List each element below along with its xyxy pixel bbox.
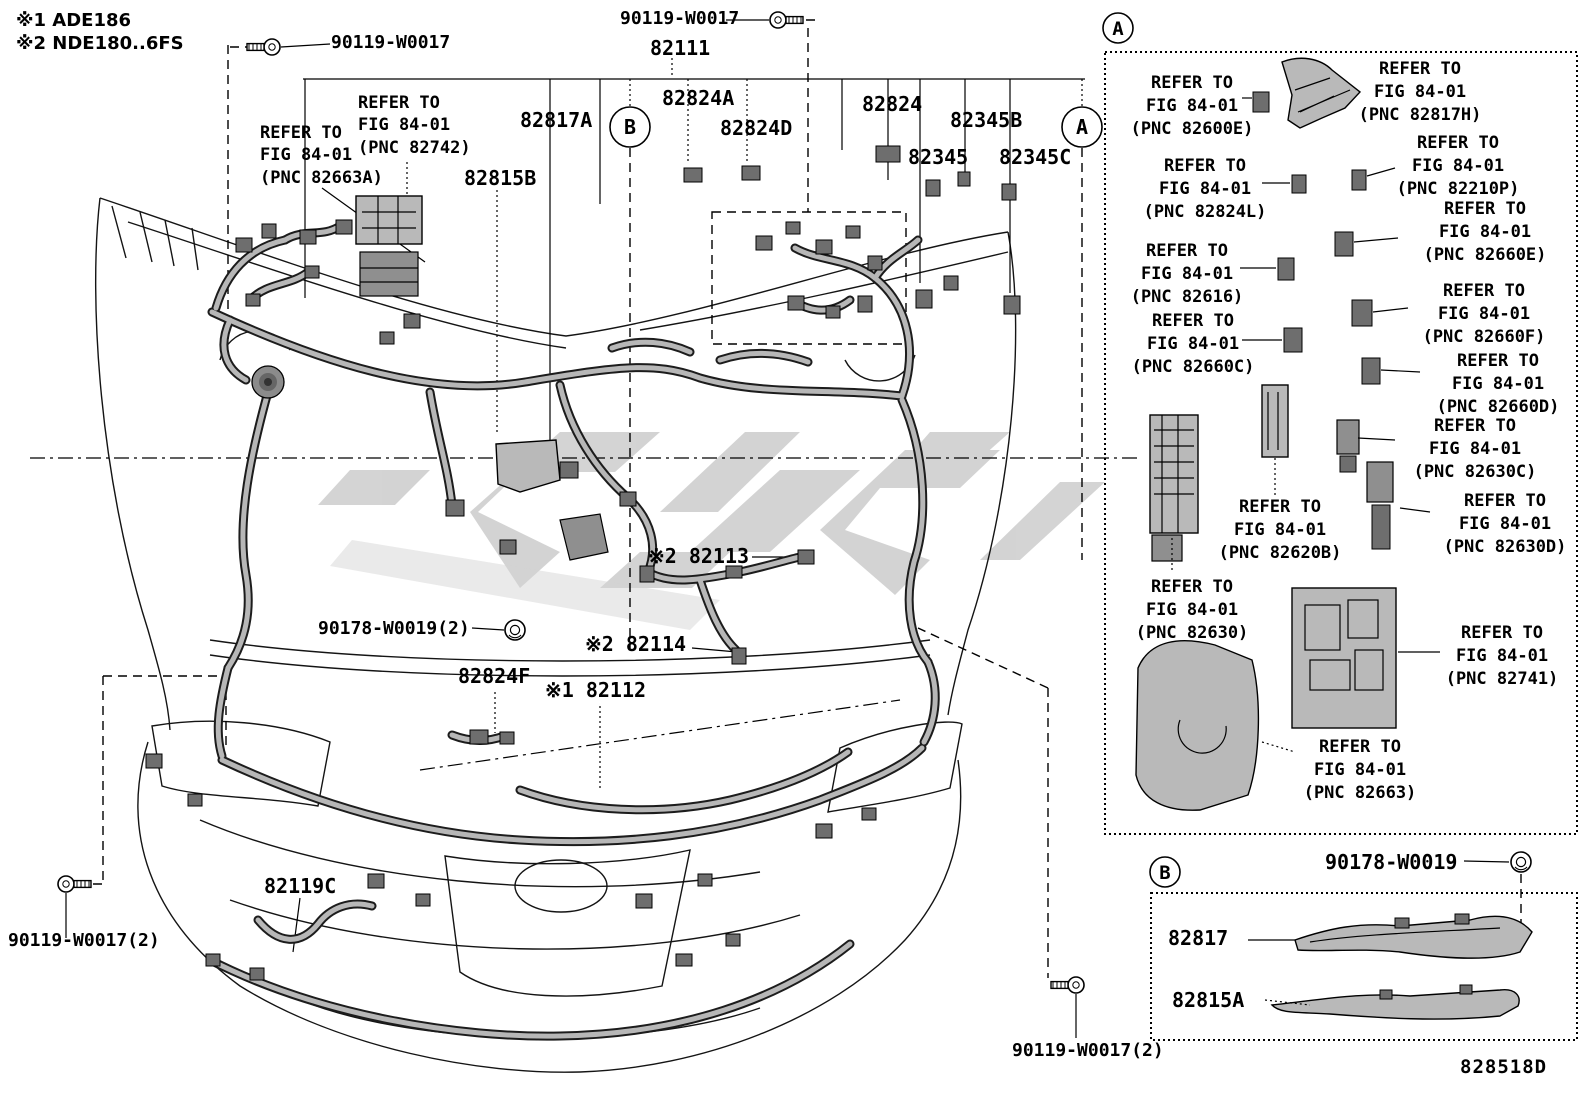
detail-panel-b: B (1149, 851, 1578, 1041)
part-label-bolt-bottom-left: 90119-W0017(2) (8, 930, 160, 951)
ref-entry-82660e: REFER TO FIG 84-01 (PNC 82660E) (1423, 199, 1547, 265)
ref-entry-82660f: REFER TO FIG 84-01 (PNC 82660F) (1422, 281, 1546, 347)
part-label-82824a: 82824A (662, 86, 735, 110)
ref-entry-82660d: REFER TO FIG 84-01 (PNC 82660D) (1436, 351, 1560, 417)
relay-block-82742 (355, 195, 423, 297)
part-label-82824f: 82824F (458, 664, 531, 688)
bolt-icon (1050, 976, 1085, 994)
bolt-icon (246, 38, 281, 56)
figure-number: 828518D (1460, 1056, 1548, 1078)
grommet-icon (504, 619, 526, 641)
ref-entry-82663: REFER TO FIG 84-01 (PNC 82663) (1303, 737, 1417, 803)
ref-entry-82824l: REFER TO FIG 84-01 (PNC 82824L) (1143, 156, 1267, 222)
grommet-icon (1510, 851, 1532, 873)
view-marker-a: A (1061, 106, 1103, 148)
part-label-82345b: 82345B (950, 108, 1023, 132)
bolt-icon (57, 875, 92, 893)
ref-entry-82630d: REFER TO FIG 84-01 (PNC 82630D) (1443, 491, 1567, 557)
part-label-bolt-top-left: 90119-W0017 (331, 32, 451, 53)
ref-entry-82817h: REFER TO FIG 84-01 (PNC 82817H) (1358, 59, 1482, 125)
connector-icons (145, 145, 1021, 981)
svg-text:A: A (1076, 115, 1088, 139)
part-label-82817: 82817 (1168, 926, 1229, 950)
ref-entry-82630c: REFER TO FIG 84-01 (PNC 82630C) (1413, 416, 1537, 482)
footnote-2: ※2 NDE180..6FS (16, 33, 184, 54)
ref-entry-82660c: REFER TO FIG 84-01 (PNC 82660C) (1131, 311, 1255, 377)
ref-entry-82741: REFER TO FIG 84-01 (PNC 82741) (1445, 623, 1559, 689)
part-label-82345c: 82345C (999, 145, 1072, 169)
part-label-grommet-center: 90178-W0019(2) (318, 618, 470, 639)
panel-a-part-sketches (1135, 57, 1397, 811)
inline-ref-82663a: REFER TO FIG 84-01 (PNC 82663A) (260, 123, 383, 188)
part-label-82113: ※2 82113 (648, 544, 750, 568)
rail-82817 (1294, 913, 1533, 959)
car-front-outline (94, 197, 1017, 1073)
rail-82815a (1270, 984, 1520, 1020)
bracket-82815b (495, 439, 609, 561)
part-label-82112: ※1 82112 (545, 678, 647, 702)
part-label-82815b: 82815B (464, 166, 537, 190)
detail-panel-a: A (1102, 12, 1578, 835)
panel-a-callout-lines (1171, 89, 1440, 753)
svg-text:B: B (624, 115, 636, 139)
part-label-bolt-bottom-center: 90119-W0017(2) (1012, 1040, 1164, 1061)
ref-entry-82600e: REFER TO FIG 84-01 (PNC 82600E) (1130, 73, 1254, 139)
svg-text:A: A (1112, 18, 1124, 40)
inline-ref-82742: REFER TO FIG 84-01 (PNC 82742) (358, 93, 471, 158)
ref-entry-82210p: REFER TO FIG 84-01 (PNC 82210P) (1396, 133, 1520, 199)
bolt-icon (769, 11, 804, 29)
ref-entry-82620b: REFER TO FIG 84-01 (PNC 82620B) (1218, 497, 1342, 563)
ref-entry-82630: REFER TO FIG 84-01 (PNC 82630) (1135, 577, 1249, 643)
part-label-82114: ※2 82114 (585, 632, 687, 656)
part-label-82824d: 82824D (720, 116, 793, 140)
part-label-82111: 82111 (650, 36, 711, 60)
construction-lines (30, 19, 1142, 1038)
svg-text:B: B (1159, 862, 1170, 884)
part-label-82119c: 82119C (264, 874, 337, 898)
grommet-large (251, 365, 285, 399)
part-label-82817a: 82817A (520, 108, 593, 132)
part-label-90178-w0019: 90178-W0019 (1325, 850, 1458, 874)
ref-entry-82616: REFER TO FIG 84-01 (PNC 82616) (1130, 241, 1244, 307)
part-label-82815a: 82815A (1172, 988, 1245, 1012)
footnote-1: ※1 ADE186 (16, 10, 132, 31)
part-label-82824: 82824 (862, 92, 923, 116)
catalog-watermark (318, 432, 1105, 630)
part-label-82345: 82345 (908, 145, 969, 169)
part-label-bolt-top-center: 90119-W0017 (620, 8, 740, 29)
view-marker-b: B (609, 106, 651, 148)
